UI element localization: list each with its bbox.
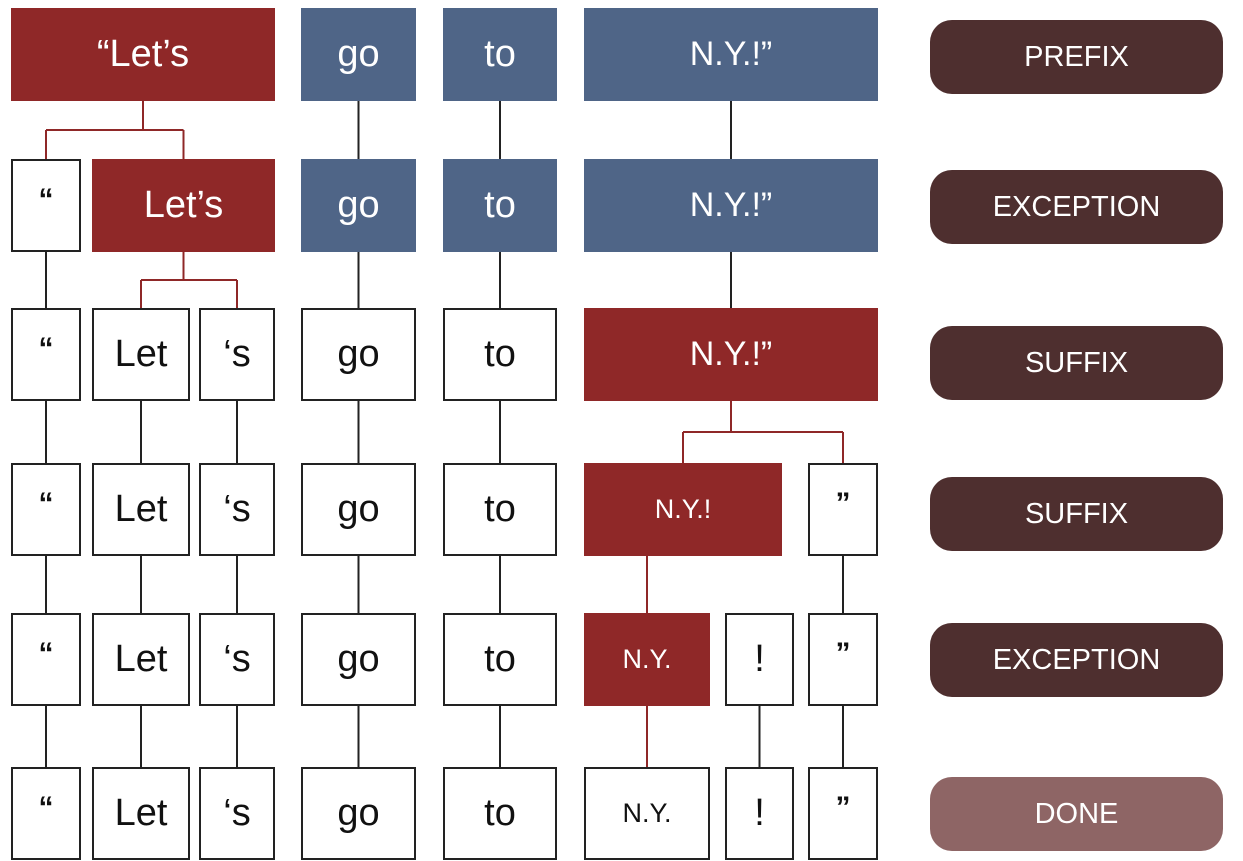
token-go-row-4: go [301,463,416,556]
token-to-row-1: to [443,8,557,101]
token-to-row-5: to [443,613,557,706]
step-label-exception-2: EXCEPTION [930,170,1223,244]
token-exclamation-row-6: ! [725,767,794,860]
token-close-quote-row-4: ” [808,463,878,556]
token-open-quote-row-5: “ [11,613,81,706]
step-label-suffix-3: SUFFIX [930,326,1223,400]
token-n-y-row-1: N.Y.!” [584,8,878,101]
token-let-row-6: Let [92,767,190,860]
token-to-row-4: to [443,463,557,556]
token-open-quote-row-3: “ [11,308,81,401]
token-open-quote-row-4: “ [11,463,81,556]
token-n-y-row-3: N.Y.!” [584,308,878,401]
token-lets-row-2: Let’s [92,159,275,252]
step-label-exception-5: EXCEPTION [930,623,1223,697]
token-apostrophe-s-row-3: ‘s [199,308,275,401]
token-let-row-4: Let [92,463,190,556]
token-close-quote-row-5: ” [808,613,878,706]
step-label-done-6: DONE [930,777,1223,851]
token-close-quote-row-6: ” [808,767,878,860]
token-go-row-6: go [301,767,416,860]
token-go-row-2: go [301,159,416,252]
token-go-row-5: go [301,613,416,706]
token-to-row-3: to [443,308,557,401]
token-open-quote-row-2: “ [11,159,81,252]
token-lets-row-1: “Let’s [11,8,275,101]
token-n-y-row-6: N.Y. [584,767,710,860]
token-go-row-1: go [301,8,416,101]
token-apostrophe-s-row-6: ‘s [199,767,275,860]
token-open-quote-row-6: “ [11,767,81,860]
token-let-row-3: Let [92,308,190,401]
token-to-row-2: to [443,159,557,252]
step-label-suffix-4: SUFFIX [930,477,1223,551]
token-go-row-3: go [301,308,416,401]
token-let-row-5: Let [92,613,190,706]
token-n-y-row-2: N.Y.!” [584,159,878,252]
token-apostrophe-s-row-4: ‘s [199,463,275,556]
token-n-y-row-4: N.Y.! [584,463,782,556]
token-to-row-6: to [443,767,557,860]
step-label-prefix-1: PREFIX [930,20,1223,94]
token-n-y-row-5: N.Y. [584,613,710,706]
token-exclamation-row-5: ! [725,613,794,706]
token-apostrophe-s-row-5: ‘s [199,613,275,706]
